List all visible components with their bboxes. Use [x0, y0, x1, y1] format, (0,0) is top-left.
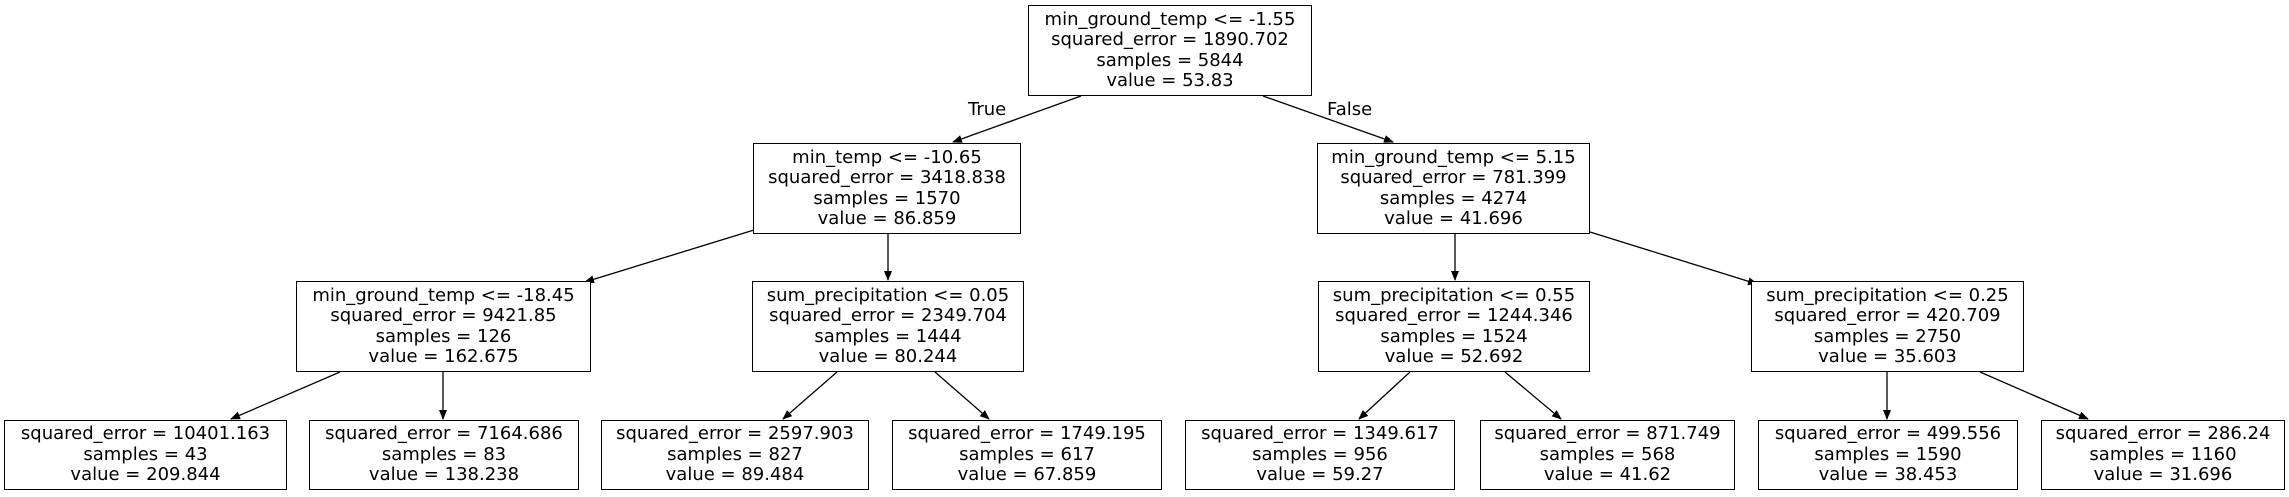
node-text-line: value = 35.603 — [1818, 346, 1957, 367]
node-text-line: samples = 1570 — [813, 187, 961, 209]
node-text-line: squared_error = 499.556 — [1774, 423, 2002, 445]
edge-n5-n12 — [1504, 371, 1562, 420]
node-text-line: squared_error = 781.399 — [1340, 167, 1567, 188]
node-text-line: samples = 4274 — [1379, 187, 1528, 209]
node-text-line: min_ground_temp <= 5.15 — [1331, 146, 1576, 168]
node-text-line: samples = 827 — [667, 443, 803, 465]
node-text-line: squared_error = 1890.702 — [1051, 29, 1289, 50]
edge-n2-n6 — [1589, 231, 1758, 286]
node-text-line: value = 52.692 — [1384, 346, 1524, 367]
edge-n1-n3 — [584, 229, 755, 284]
edge-n6-n14 — [1979, 371, 2089, 420]
edge-n4-n10 — [934, 371, 990, 420]
node-text-line: value = 67.859 — [957, 464, 1097, 486]
node-text-line: sum_precipitation <= 0.25 — [1766, 284, 2009, 306]
node-text-line: samples = 43 — [83, 443, 208, 465]
edge-n4-n9 — [782, 371, 838, 420]
node-text-line: min_ground_temp <= -18.45 — [312, 284, 575, 306]
node-text-line: squared_error = 420.709 — [1774, 305, 2001, 326]
node-text-line: value = 209.844 — [70, 464, 221, 486]
node-text-line: samples = 1524 — [1380, 325, 1528, 347]
node-text-line: squared_error = 2597.903 — [616, 423, 854, 445]
node-text-line: value = 80.244 — [818, 346, 958, 367]
node-text-line: value = 162.675 — [368, 346, 519, 367]
node-text-line: value = 89.484 — [665, 464, 805, 486]
node-text-line: squared_error = 871.749 — [1494, 423, 1721, 445]
node-text-line: samples = 1444 — [814, 325, 962, 347]
edge-n5-n11 — [1358, 371, 1411, 420]
node-text-line: samples = 568 — [1539, 443, 1676, 465]
node-text-line: squared_error = 1244.346 — [1335, 305, 1573, 326]
node-text-line: squared_error = 1349.617 — [1201, 423, 1439, 445]
node-text-line: value = 59.27 — [1256, 464, 1384, 486]
node-text-line: value = 31.696 — [2093, 464, 2233, 486]
node-text-line: value = 41.696 — [1384, 208, 1523, 229]
node-text-line: samples = 126 — [375, 325, 512, 347]
edge-n0-n2 — [1262, 95, 1394, 143]
node-text-line: squared_error = 9421.85 — [330, 305, 557, 326]
node-text-line: sum_precipitation <= 0.05 — [766, 284, 1010, 306]
node-text-line: squared_error = 3418.838 — [768, 167, 1006, 188]
node-text-line: samples = 1590 — [1814, 443, 1962, 465]
edge-label-true: True — [968, 99, 1007, 120]
node-text-line: value = 38.453 — [1818, 464, 1958, 486]
node-text-line: squared_error = 10401.163 — [20, 423, 271, 445]
node-text-line: value = 138.238 — [368, 464, 520, 486]
node-text-line: min_temp <= -10.65 — [792, 146, 982, 168]
node-text-line: samples = 2750 — [1813, 325, 1962, 347]
edge-n0-n1 — [952, 95, 1082, 143]
node-text-line: samples = 956 — [1252, 443, 1388, 465]
edge-label-false: False — [1327, 99, 1373, 120]
node-text-line: value = 86.859 — [817, 208, 957, 229]
node-text-line: samples = 1160 — [2089, 443, 2237, 465]
edge-n3-n7 — [230, 371, 341, 420]
node-text-line: samples = 5844 — [1096, 49, 1244, 71]
node-text-line: squared_error = 1749.195 — [908, 423, 1146, 445]
node-text-line: min_ground_temp <= -1.55 — [1044, 8, 1296, 30]
node-text-line: value = 41.62 — [1543, 464, 1672, 486]
node-text-line: samples = 83 — [381, 443, 507, 465]
node-text-line: squared_error = 7164.686 — [325, 423, 563, 445]
node-text-line: squared_error = 2349.704 — [769, 305, 1007, 326]
node-text-line: squared_error = 286.24 — [2055, 423, 2271, 445]
node-text-line: samples = 617 — [959, 443, 1095, 465]
node-text-line: value = 53.83 — [1106, 70, 1234, 91]
node-text-line: sum_precipitation <= 0.55 — [1332, 284, 1576, 306]
